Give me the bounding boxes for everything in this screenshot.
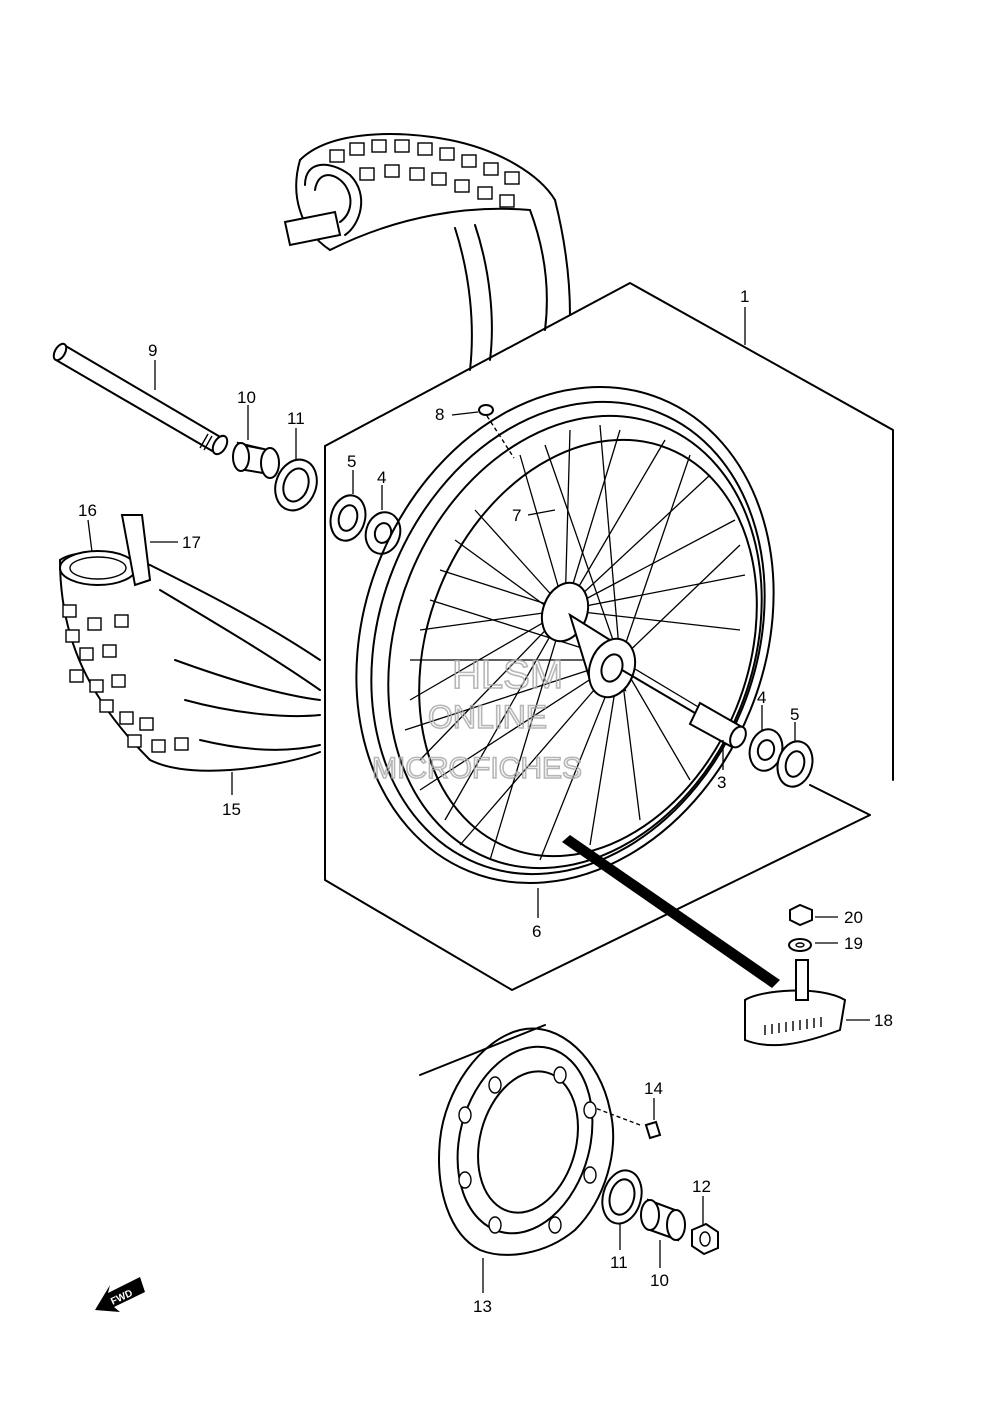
valve-pointer	[562, 835, 780, 988]
callout-10-top: 10	[237, 388, 256, 407]
axle	[52, 342, 229, 456]
callout-7: 7	[512, 506, 521, 525]
watermark-line1: HLSM	[452, 653, 563, 697]
disc-box	[419, 1024, 546, 1076]
rim-lock-18	[744, 959, 847, 1047]
collar-top	[232, 441, 280, 479]
seal-bottom	[601, 1169, 643, 1225]
callout-labels: 1 9 10 11 8 5 4 7 16 17 15 4 5 3 6 20 19…	[78, 287, 893, 1316]
watermark: HLSM ONLINE MICROFICHES	[371, 652, 583, 786]
callout-17: 17	[182, 533, 201, 552]
bolt-14	[594, 1107, 662, 1140]
bolt-8	[478, 404, 515, 459]
callout-6: 6	[532, 922, 541, 941]
seal-right	[776, 740, 814, 788]
callout-11-top: 11	[287, 409, 305, 428]
callout-5-right: 5	[790, 705, 799, 724]
washer-19	[788, 938, 812, 952]
seal-top	[274, 458, 318, 512]
callout-20: 20	[844, 908, 863, 927]
callout-3: 3	[717, 773, 726, 792]
callout-10-bottom: 10	[650, 1271, 669, 1290]
bearing-right	[748, 728, 784, 772]
callout-15: 15	[222, 800, 241, 819]
tire-left	[59, 514, 321, 772]
watermark-line3: MICROFICHES	[372, 752, 582, 785]
callout-18: 18	[874, 1011, 893, 1030]
spacer	[688, 701, 747, 749]
callout-8: 8	[435, 405, 444, 424]
callout-14: 14	[644, 1079, 663, 1098]
callout-1: 1	[740, 287, 749, 306]
fwd-arrow: FWD	[95, 1277, 145, 1312]
leader-lines	[87, 307, 870, 1293]
nut-12	[691, 1222, 719, 1256]
callout-9: 9	[148, 341, 157, 360]
seal-left	[329, 494, 367, 542]
assembly-box	[324, 282, 894, 991]
callout-11-bottom: 11	[610, 1253, 628, 1272]
bearing-left	[364, 511, 402, 555]
wheel-hub	[540, 581, 701, 717]
callout-4-left: 4	[377, 468, 386, 487]
callout-12: 12	[692, 1177, 711, 1196]
brake-disc	[438, 1027, 614, 1256]
callout-5-left: 5	[347, 452, 356, 471]
wheel-rim	[355, 385, 775, 885]
callout-13: 13	[473, 1297, 492, 1316]
collar-bottom	[640, 1198, 686, 1242]
callout-19: 19	[844, 934, 863, 953]
spokes	[404, 424, 746, 861]
nut-20	[789, 903, 813, 927]
watermark-line2: ONLINE	[428, 699, 547, 735]
callout-4-right: 4	[757, 688, 766, 707]
callout-16: 16	[78, 501, 97, 520]
tire-tube-top	[283, 133, 571, 371]
